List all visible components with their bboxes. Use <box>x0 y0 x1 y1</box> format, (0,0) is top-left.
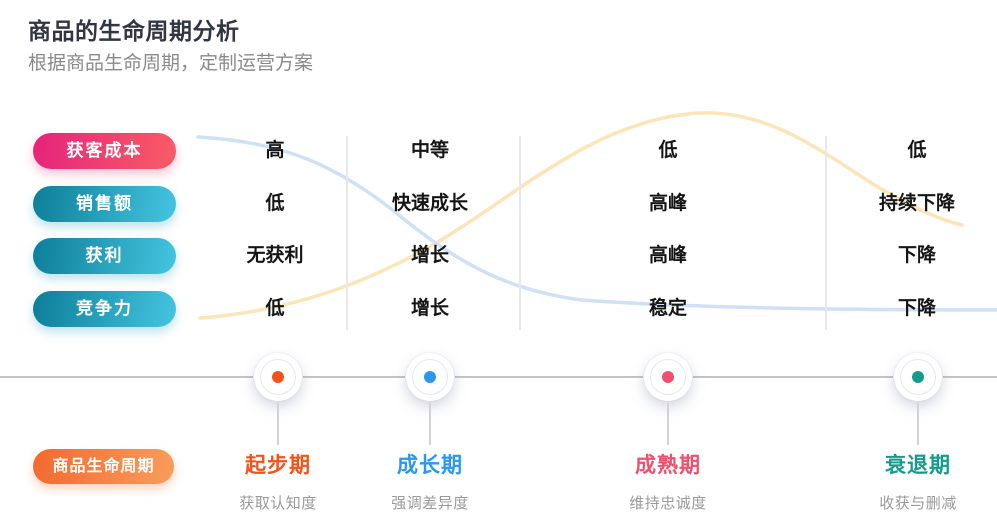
matrix-cell: 低 <box>265 193 285 214</box>
node-ring <box>260 359 296 395</box>
matrix-cell: 低 <box>265 298 285 319</box>
row-pill-acquisition-cost: 获客成本 <box>33 133 176 169</box>
matrix-cell: 快速成长 <box>391 193 468 214</box>
stage-maturity: 成熟期 维持忠诚度 <box>593 449 743 513</box>
matrix-cell: 下降 <box>897 298 936 319</box>
matrix-cell: 无获利 <box>246 245 304 266</box>
matrix-cell: 增长 <box>410 298 449 319</box>
matrix-cell: 高峰 <box>648 193 687 214</box>
stage-growth: 成长期 强调差异度 <box>355 449 505 513</box>
stage-introduction: 起步期 获取认知度 <box>203 449 353 513</box>
node-ring <box>650 359 686 395</box>
node-dot-icon <box>272 371 284 383</box>
matrix-cell: 高 <box>265 140 285 161</box>
stage-name: 起步期 <box>245 454 311 477</box>
stage-decline: 衰退期 收获与删减 <box>843 449 993 513</box>
stage-desc: 收获与删减 <box>879 495 957 512</box>
stage-desc: 强调差异度 <box>391 495 469 512</box>
lifecycle-label-pill: 商品生命周期 <box>33 449 174 484</box>
stage-name: 衰退期 <box>885 454 951 477</box>
cost-decline-curve <box>196 135 997 312</box>
matrix-cell: 中等 <box>410 140 449 161</box>
stage-name: 成熟期 <box>635 454 701 477</box>
timeline-node-growth <box>406 353 454 401</box>
matrix-cell: 稳定 <box>648 298 687 319</box>
stage-name: 成长期 <box>397 454 463 477</box>
matrix-cell: 持续下降 <box>878 193 955 214</box>
matrix-cell: 高峰 <box>648 245 687 266</box>
matrix-cell: 增长 <box>410 245 449 266</box>
column-divider-1 <box>346 136 348 330</box>
row-pill-sales: 销售额 <box>33 186 176 222</box>
node-connector <box>277 403 279 445</box>
node-connector <box>429 403 431 445</box>
column-divider-3 <box>825 136 827 330</box>
node-ring <box>412 359 448 395</box>
timeline-node-decline <box>894 353 942 401</box>
node-ring <box>900 359 936 395</box>
row-pill-profit: 获利 <box>33 238 176 274</box>
node-dot-icon <box>912 371 924 383</box>
stage-desc: 维持忠诚度 <box>629 495 707 512</box>
stage-desc: 获取认知度 <box>239 495 317 512</box>
matrix-cell: 下降 <box>897 245 936 266</box>
node-connector <box>917 403 919 445</box>
matrix-cell: 低 <box>907 140 927 161</box>
node-dot-icon <box>662 371 674 383</box>
timeline-node-maturity <box>644 353 692 401</box>
timeline-line <box>0 376 997 378</box>
timeline-node-introduction <box>254 353 302 401</box>
page-subtitle: 根据商品生命周期，定制运营方案 <box>28 53 314 74</box>
node-dot-icon <box>424 371 436 383</box>
page-title: 商品的生命周期分析 <box>28 18 240 44</box>
node-connector <box>667 403 669 445</box>
row-pill-competitiveness: 竞争力 <box>33 291 176 327</box>
column-divider-2 <box>519 136 521 330</box>
matrix-cell: 低 <box>658 140 678 161</box>
sales-growth-curve <box>198 111 964 320</box>
